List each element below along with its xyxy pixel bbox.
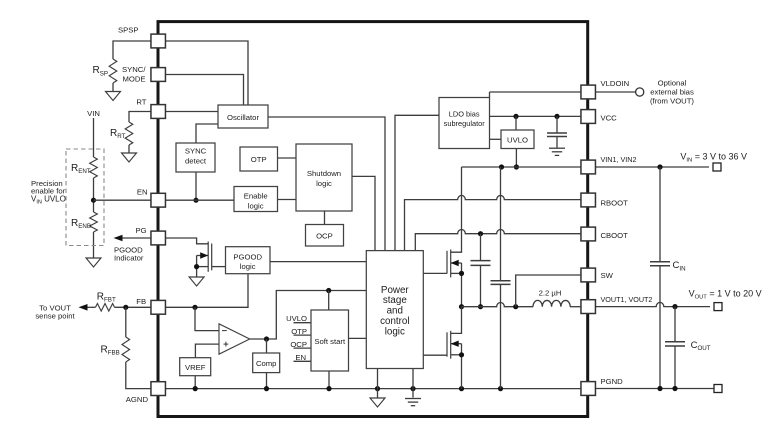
svg-text:Shutdown: Shutdown: [307, 169, 341, 178]
svg-text:stage: stage: [383, 295, 408, 306]
svg-text:PGOOD: PGOOD: [233, 252, 262, 261]
svg-text:VIN = 3 V to 36 V: VIN = 3 V to 36 V: [680, 152, 747, 164]
svg-text:EN: EN: [137, 187, 148, 196]
svg-text:SYNC/: SYNC/: [122, 65, 146, 74]
svg-text:VLDOIN: VLDOIN: [601, 79, 630, 88]
svg-text:Enable: Enable: [244, 192, 268, 201]
svg-text:VIN: VIN: [87, 109, 100, 118]
svg-text:MODE: MODE: [122, 75, 145, 84]
svg-text:To VOUT: To VOUT: [39, 303, 71, 312]
svg-text:SPSP: SPSP: [118, 25, 139, 34]
svg-text:UVLO: UVLO: [286, 314, 307, 323]
svg-text:RBOOT: RBOOT: [601, 198, 629, 207]
svg-text:Oscillator: Oscillator: [227, 113, 259, 122]
svg-text:logic: logic: [385, 326, 405, 337]
svg-text:SYNC: SYNC: [185, 147, 207, 156]
svg-text:Optional: Optional: [658, 79, 687, 88]
svg-text:sense point: sense point: [35, 312, 75, 321]
svg-text:detect: detect: [185, 157, 207, 166]
svg-text:Precision: Precision: [31, 179, 63, 188]
svg-text:OCP: OCP: [316, 231, 333, 240]
svg-text:Power: Power: [381, 285, 410, 296]
svg-text:VOUT = 1 V to 20 V: VOUT = 1 V to 20 V: [689, 289, 762, 301]
svg-text:(from VOUT): (from VOUT): [650, 97, 694, 106]
svg-text:2.2 µH: 2.2 µH: [539, 288, 562, 297]
svg-text:VCC: VCC: [601, 113, 618, 122]
svg-text:and: and: [387, 306, 403, 317]
svg-text:subregulator: subregulator: [444, 119, 486, 128]
svg-text:EN: EN: [295, 353, 306, 362]
svg-text:VIN UVLO: VIN UVLO: [31, 194, 66, 205]
svg-text:OTP: OTP: [291, 327, 307, 336]
svg-text:Indicator: Indicator: [114, 254, 144, 263]
svg-text:PGOOD: PGOOD: [114, 245, 143, 254]
svg-text:logic: logic: [240, 262, 256, 271]
svg-text:PG: PG: [135, 226, 146, 235]
svg-text:Soft start: Soft start: [314, 337, 346, 346]
svg-text:control: control: [380, 316, 409, 327]
svg-text:VIN1, VIN2: VIN1, VIN2: [601, 155, 637, 164]
svg-text:PGND: PGND: [601, 377, 624, 386]
svg-text:AGND: AGND: [126, 395, 149, 404]
svg-text:UVLO: UVLO: [507, 136, 528, 145]
svg-text:logic: logic: [248, 202, 264, 211]
svg-text:OTP: OTP: [251, 155, 267, 164]
svg-text:Comp: Comp: [256, 359, 277, 368]
svg-text:logic: logic: [316, 179, 332, 188]
svg-text:LDO bias: LDO bias: [449, 110, 480, 119]
svg-text:VOUT1, VOUT2: VOUT1, VOUT2: [601, 295, 653, 304]
svg-text:SW: SW: [601, 271, 614, 280]
svg-text:FB: FB: [136, 297, 146, 306]
svg-text:RT: RT: [136, 98, 146, 107]
svg-text:enable for: enable for: [31, 187, 66, 196]
svg-text:external bias: external bias: [650, 88, 694, 97]
svg-text:VREF: VREF: [185, 363, 206, 372]
svg-text:OCP: OCP: [290, 340, 307, 349]
svg-text:CBOOT: CBOOT: [601, 231, 629, 240]
